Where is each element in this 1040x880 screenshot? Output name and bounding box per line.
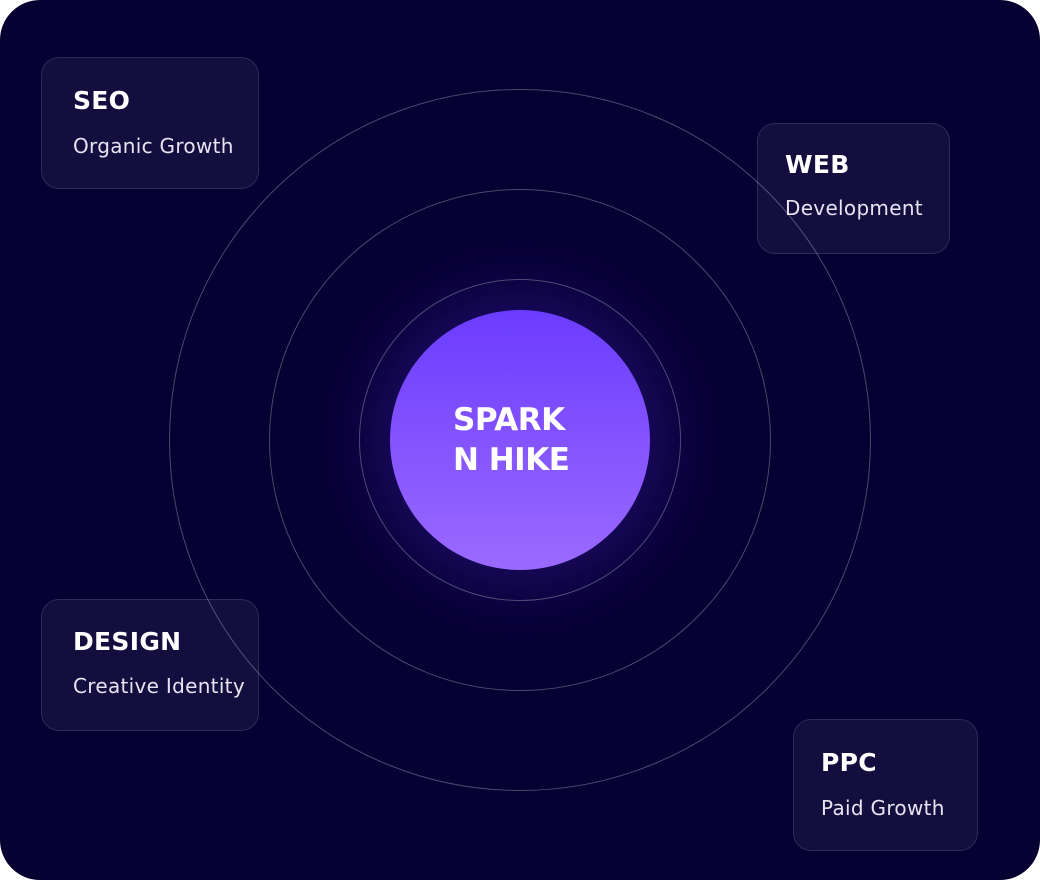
service-title-web: WEB <box>785 150 850 179</box>
service-title-design: DESIGN <box>73 627 182 656</box>
brand-name: SPARK N HIKE <box>453 400 573 480</box>
service-card-design: DESIGN Creative Identity <box>41 599 259 731</box>
service-card-ppc: PPC Paid Growth <box>793 719 978 851</box>
service-card-seo: SEO Organic Growth <box>41 57 259 189</box>
service-subtitle-seo: Organic Growth <box>73 134 234 158</box>
middle-orbit-ring <box>269 189 771 691</box>
brand-core-circle: SPARK N HIKE <box>390 310 650 570</box>
inner-orbit-ring <box>359 279 681 601</box>
service-subtitle-design: Creative Identity <box>73 674 245 698</box>
service-card-web: WEB Development <box>757 123 950 254</box>
service-title-ppc: PPC <box>821 748 877 777</box>
outer-orbit-ring <box>169 89 871 791</box>
brand-name-line-2: N HIKE <box>453 442 570 478</box>
service-subtitle-ppc: Paid Growth <box>821 796 945 820</box>
brand-name-line-1: SPARK <box>453 402 565 438</box>
service-subtitle-web: Development <box>785 196 923 220</box>
service-title-seo: SEO <box>73 86 131 115</box>
